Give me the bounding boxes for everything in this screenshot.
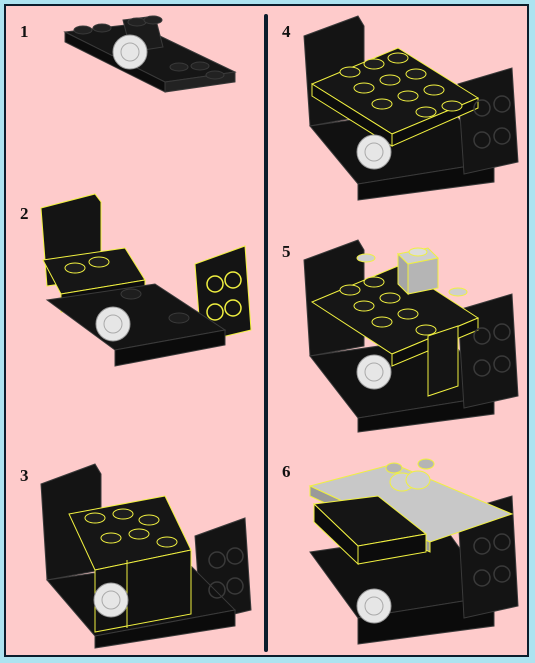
clear-wheel-icon [357,135,391,169]
step-3-illustration [35,460,265,650]
step-2-number: 2 [20,204,29,224]
step-6-number: 6 [282,462,291,482]
clear-wheel-icon [357,589,391,623]
clear-wheel-icon [96,307,130,341]
step-4-illustration [298,12,523,202]
step-5-illustration [298,236,523,436]
step-6-illustration [298,456,523,651]
clear-wheel-icon [113,35,147,69]
step-1-illustration [55,12,245,112]
step-5-number: 5 [282,242,291,262]
clear-wheel-icon [94,583,128,617]
step-1-number: 1 [20,22,29,42]
clear-wheel-icon [357,355,391,389]
step-2-illustration [35,190,265,375]
step-4-number: 4 [282,22,291,42]
step-3-number: 3 [20,466,29,486]
